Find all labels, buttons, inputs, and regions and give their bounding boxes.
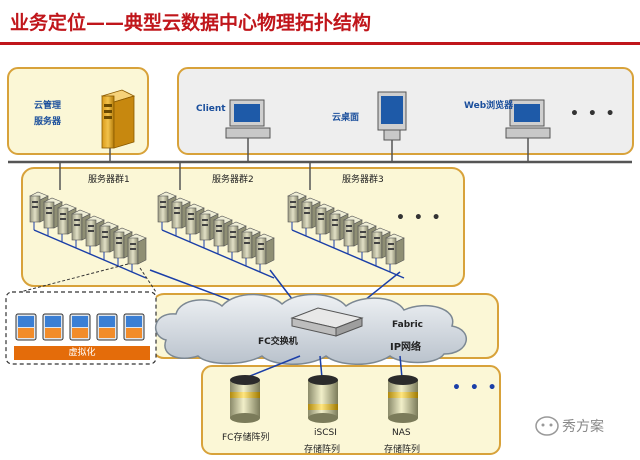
more-storage-dots: • • • bbox=[452, 380, 499, 396]
fabric-label: Fabric bbox=[392, 320, 423, 330]
web-browser-computer-icon bbox=[505, 99, 551, 139]
nas-storage-icon bbox=[388, 375, 418, 423]
cloud-desktop-label: 云桌面 bbox=[332, 113, 360, 123]
client-computer-icon bbox=[225, 99, 271, 139]
ip-network-label: IP网络 bbox=[390, 342, 422, 353]
fc-storage-icon bbox=[230, 375, 260, 423]
cloud-desktop-icon bbox=[377, 91, 407, 141]
server-rack-icon bbox=[127, 233, 147, 265]
server-clusters bbox=[29, 191, 405, 279]
page-title: 业务定位——典型云数据中心物理拓扑结构 bbox=[10, 12, 372, 34]
cluster-3-label: 服务器群3 bbox=[342, 175, 384, 185]
iscsi-storage-label-line1: iSCSI bbox=[314, 428, 337, 438]
mgmt-server-icon bbox=[100, 89, 136, 149]
iscsi-storage-icon bbox=[308, 375, 338, 423]
title-underline bbox=[0, 42, 640, 45]
more-clusters-dots: • • • bbox=[396, 210, 443, 226]
vm-icon bbox=[42, 313, 64, 341]
vm-icon bbox=[96, 313, 118, 341]
mgmt-label-line2: 服务器 bbox=[34, 117, 62, 127]
server-rack-icon bbox=[385, 233, 405, 265]
watermark-icon bbox=[535, 416, 559, 436]
virtualization-label: 虚拟化 bbox=[14, 346, 150, 360]
nas-storage-label-line2: 存储阵列 bbox=[384, 445, 421, 455]
fc-switch-label: FC交换机 bbox=[258, 337, 298, 347]
cluster-2-label: 服务器群2 bbox=[212, 175, 254, 185]
fc-switch-icon bbox=[290, 307, 364, 337]
vm-icon bbox=[69, 313, 91, 341]
virtual-machines bbox=[15, 313, 145, 341]
vm-icon bbox=[123, 313, 145, 341]
more-clients-dots: • • • bbox=[570, 106, 617, 122]
client-label: Client bbox=[196, 104, 226, 114]
nas-storage-label-line1: NAS bbox=[392, 428, 411, 438]
fc-storage-label: FC存储阵列 bbox=[222, 433, 270, 443]
watermark: 秀方案 bbox=[562, 419, 604, 435]
storage-box bbox=[201, 365, 501, 455]
cluster-1-label: 服务器群1 bbox=[88, 175, 130, 185]
iscsi-storage-label-line2: 存储阵列 bbox=[304, 445, 341, 455]
web-browser-label: Web浏览器 bbox=[464, 101, 514, 111]
server-rack-icon bbox=[255, 233, 275, 265]
vm-icon bbox=[15, 313, 37, 341]
mgmt-label-line1: 云管理 bbox=[34, 101, 62, 111]
